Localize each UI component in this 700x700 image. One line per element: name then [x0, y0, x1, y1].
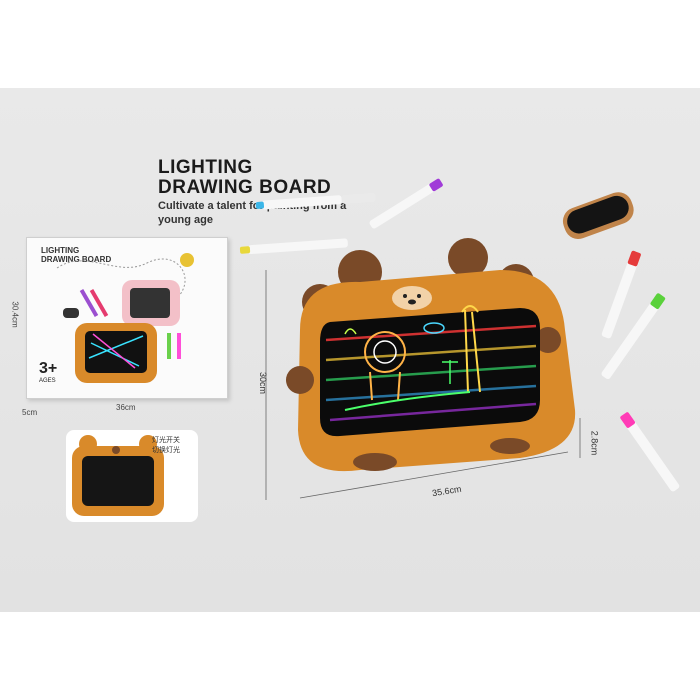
crocodile-drawing [344, 391, 471, 411]
pen-green [601, 293, 666, 380]
package-depth-label: 5cm [22, 408, 38, 417]
small-board-illustration [72, 435, 164, 516]
bone-eraser [562, 192, 634, 240]
package-width-label: 36cm [116, 403, 136, 412]
pen-blue [255, 192, 376, 210]
bear-face [392, 286, 432, 310]
lion-drawing [364, 331, 406, 373]
package-box: LIGHTING DRAWING BOARD 3+ AGES [26, 237, 228, 399]
left-handle [286, 366, 314, 394]
package-artwork [56, 253, 194, 383]
right-handle [535, 327, 561, 353]
right-ear [448, 238, 488, 278]
pen-pink [620, 412, 680, 492]
product-title: LIGHTING DRAWING BOARD [158, 157, 332, 198]
board-height-label: 30cm [258, 371, 269, 395]
switch-callout [66, 430, 198, 522]
age-badge: 3+ AGES [39, 360, 58, 384]
bird-drawing [423, 322, 445, 334]
pen-purple [369, 178, 443, 229]
pen-red [601, 250, 641, 339]
board-thickness-label: 2.8cm [589, 430, 600, 456]
cloud-drawing [344, 328, 357, 335]
package-title: LIGHTING DRAWING BOARD [41, 246, 112, 264]
switch-callout-text: 灯光开关 切换灯光 [152, 437, 180, 454]
giraffe-drawing [464, 309, 481, 393]
pen-yellow [239, 238, 348, 255]
width-dimension-line [299, 451, 569, 499]
palm-drawing [442, 360, 458, 384]
